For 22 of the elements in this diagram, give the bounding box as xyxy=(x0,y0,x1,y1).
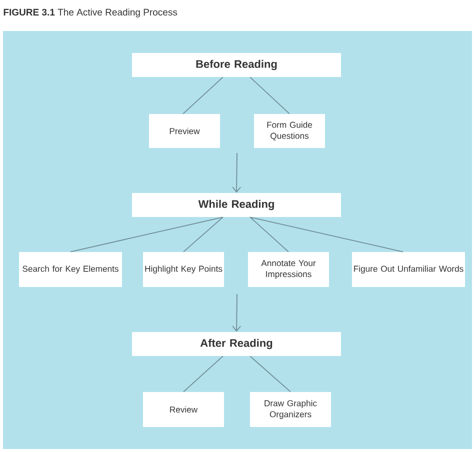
connector-line xyxy=(250,216,404,252)
stage-box: Before Reading xyxy=(132,53,341,77)
connector-line xyxy=(250,76,290,114)
connector-line xyxy=(183,356,224,392)
connector-line xyxy=(250,356,291,392)
step-box: Review xyxy=(143,392,224,427)
figure-title: FIGURE 3.1 The Active Reading Process xyxy=(4,8,178,18)
arrow xyxy=(232,152,242,193)
step-box: Annotate Your Impressions xyxy=(248,252,329,287)
stage-box: While Reading xyxy=(132,193,341,217)
arrow xyxy=(232,294,242,332)
step-box: Highlight Key Points xyxy=(143,252,224,287)
step-box: Search for Key Elements xyxy=(19,252,122,287)
connector-line xyxy=(183,216,224,252)
step-box: Form Guide Questions xyxy=(254,114,325,148)
connector-line xyxy=(70,216,224,252)
step-box: Preview xyxy=(149,114,220,148)
step-box: Draw Graphic Organizers xyxy=(250,392,331,427)
stage-box: After Reading xyxy=(132,332,341,356)
connector-line xyxy=(182,76,224,114)
step-box: Figure Out Unfamiliar Words xyxy=(352,252,465,287)
connector-line xyxy=(250,216,289,252)
